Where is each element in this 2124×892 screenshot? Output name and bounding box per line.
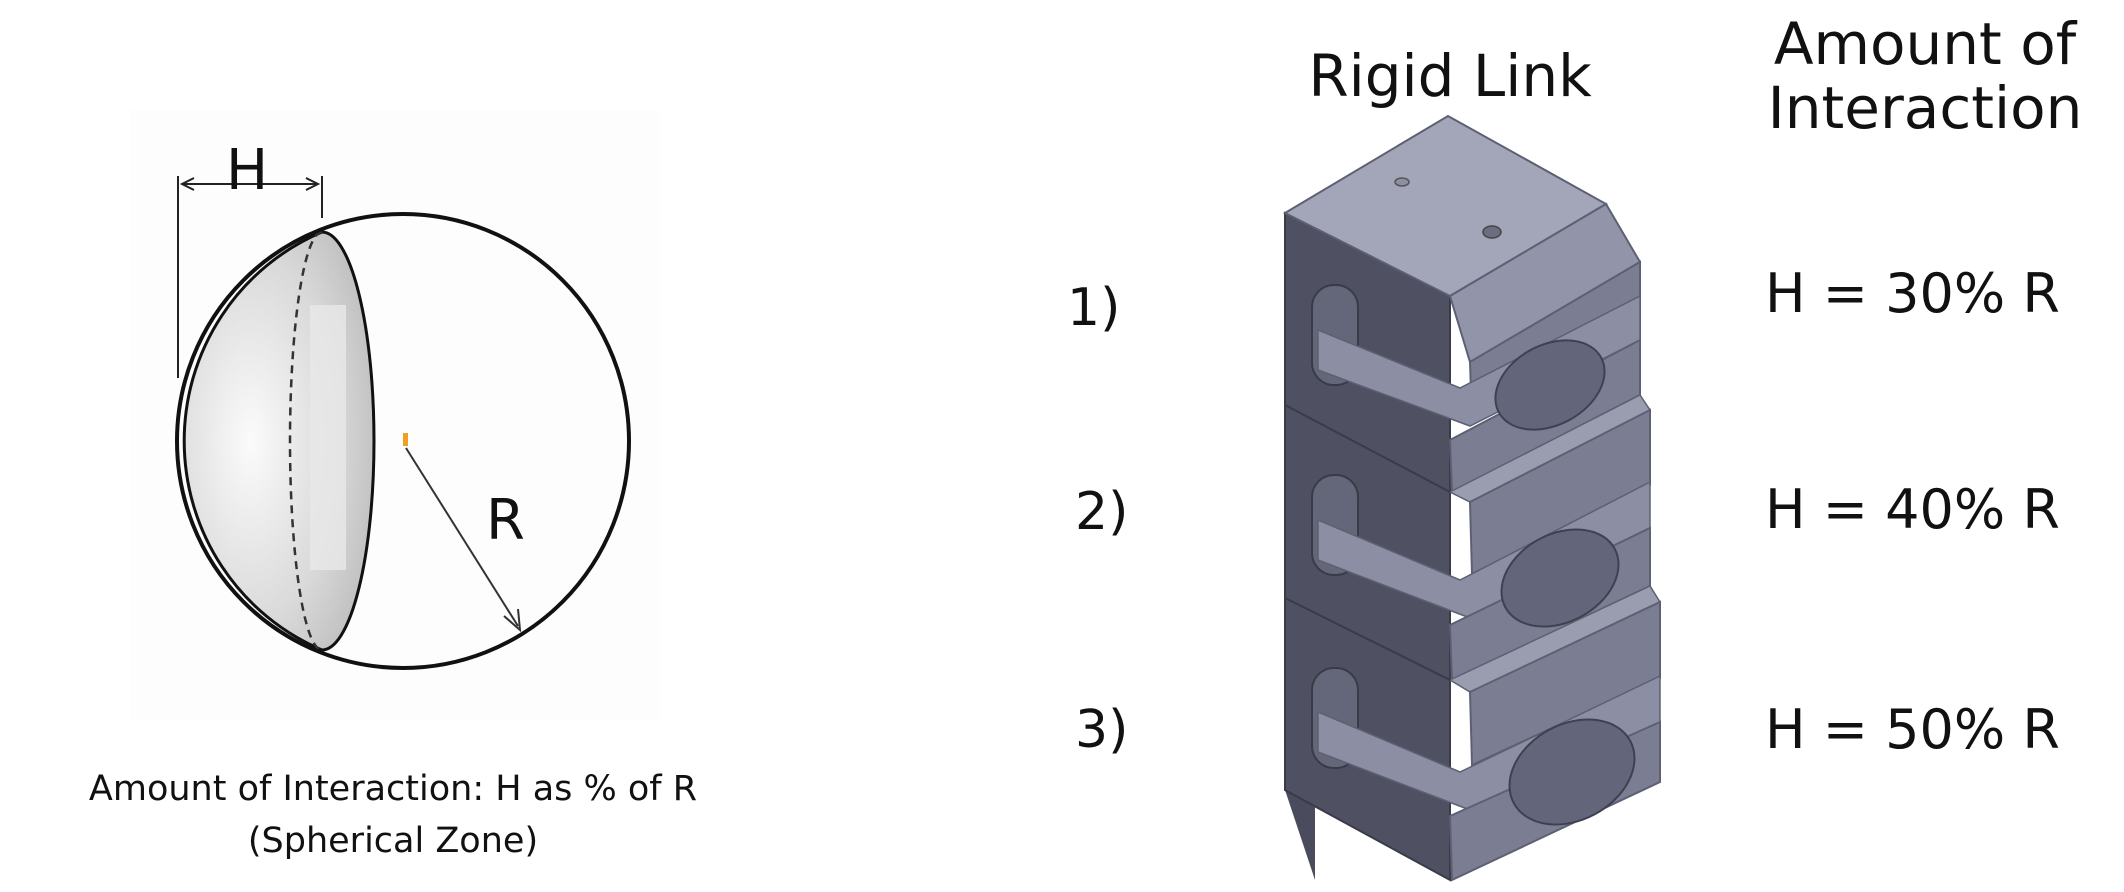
row-2-value: H = 40% R — [1765, 478, 2060, 541]
top-hole-small-icon — [1394, 177, 1410, 187]
link-1-socket — [1494, 339, 1606, 431]
sphere-caption-line2: (Spherical Zone) — [247, 821, 539, 861]
row-1-value: H = 30% R — [1765, 262, 2060, 325]
row-3-number: 3) — [1075, 700, 1129, 760]
link-2-socket — [1500, 528, 1620, 628]
row-2-number: 2) — [1075, 482, 1129, 542]
height-label: H — [226, 138, 269, 203]
row-3-value: H = 50% R — [1765, 698, 2060, 761]
sphere-center-marker — [403, 433, 408, 446]
radius-arrowhead — [503, 608, 522, 633]
segment-divider-1 — [1284, 404, 1451, 493]
zone-hidden-edge — [288, 230, 323, 652]
zone-highlight — [310, 305, 346, 570]
link-3-socket — [1508, 718, 1636, 826]
link-segment-1 — [1311, 260, 1641, 494]
radius-line — [405, 447, 519, 627]
sphere-caption-line1: Amount of Interaction: H as % of R — [88, 769, 698, 809]
amount-title-line1: Amount of — [1773, 10, 2077, 78]
top-hole-threaded-icon — [1482, 225, 1502, 239]
sphere-caption: Amount of Interaction: H as % of R (Sphe… — [43, 763, 743, 867]
row-1-number: 1) — [1067, 278, 1121, 338]
height-arrow-right — [305, 177, 321, 191]
amount-title: Amount of Interaction — [1745, 12, 2105, 140]
amount-title-line2: Interaction — [1767, 74, 2083, 142]
sphere-outline — [175, 212, 631, 670]
link-segment-3 — [1311, 585, 1662, 882]
segment-divider-2 — [1284, 597, 1451, 681]
radius-label: R — [486, 488, 525, 553]
rigid-link-title: Rigid Link — [1308, 42, 1592, 110]
height-arrow-left — [179, 177, 195, 191]
link-segment-2 — [1311, 394, 1652, 682]
